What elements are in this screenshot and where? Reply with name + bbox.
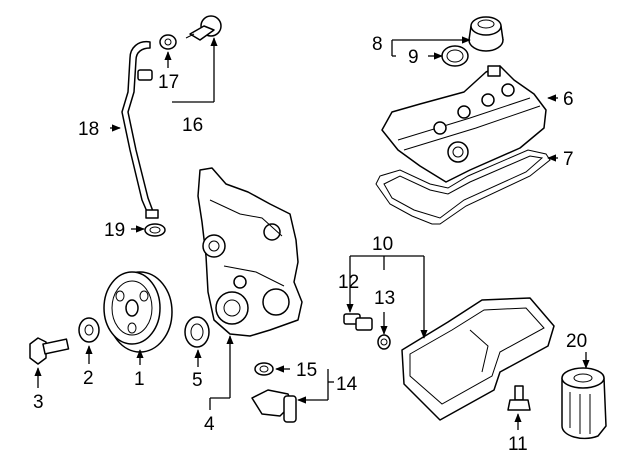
dipstick-handle-part[interactable]	[185, 15, 222, 41]
valve-cover-part[interactable]	[381, 65, 547, 183]
callout-17: 17	[158, 72, 179, 93]
o-ring-17-hole	[164, 38, 172, 46]
callout-19: 19	[104, 220, 125, 241]
oil-filter-part[interactable]	[561, 367, 607, 440]
washer-2-hole	[84, 324, 94, 336]
crank-pulley-part[interactable]	[103, 271, 173, 353]
pulley-bolt-part[interactable]	[29, 337, 70, 365]
cap-gasket-part[interactable]	[441, 45, 469, 67]
o-ring-17-part[interactable]	[159, 34, 177, 50]
callout-9: 9	[408, 47, 419, 68]
callout-11: 11	[508, 434, 528, 455]
callout-14: 14	[336, 374, 358, 395]
callout-15: 15	[296, 360, 317, 381]
callout-20: 20	[566, 331, 587, 352]
callout-16: 16	[182, 115, 203, 136]
drain-gasket-13-hole	[380, 338, 388, 346]
dipstick-tube-part[interactable]	[121, 40, 159, 219]
drain-plug-12-part[interactable]	[343, 313, 373, 331]
callout-labels: 1 2 3 4 5 6 7 8 9 10 11 12 13 14 15 16 1…	[33, 34, 587, 455]
callout-3: 3	[33, 392, 44, 413]
callout-18: 18	[78, 119, 99, 140]
washer-2-part[interactable]	[78, 317, 100, 343]
callout-13: 13	[374, 288, 395, 309]
callout-5: 5	[192, 370, 203, 391]
callout-7: 7	[563, 149, 574, 170]
bolt-11-part[interactable]	[507, 385, 531, 411]
oil-filler-cap-part[interactable]	[468, 16, 504, 52]
callout-8: 8	[372, 34, 383, 55]
drain-gasket-13-part[interactable]	[377, 334, 391, 350]
cap-gasket-inner	[446, 49, 464, 63]
callout-10: 10	[372, 234, 393, 255]
front-oil-seal-inner	[190, 323, 204, 341]
leader-lines	[34, 36, 590, 430]
callout-4: 4	[204, 414, 215, 435]
o-ring-15-hole	[259, 365, 269, 373]
seal-ring-19-part[interactable]	[144, 223, 166, 237]
seal-ring-19-hole	[149, 226, 161, 234]
callout-2: 2	[83, 368, 94, 389]
oil-pan-part[interactable]	[401, 297, 555, 421]
callout-12: 12	[338, 272, 359, 293]
timing-cover-part[interactable]	[197, 167, 303, 337]
sensor-14-part[interactable]	[251, 389, 297, 423]
o-ring-15-part[interactable]	[254, 362, 274, 376]
callout-1: 1	[134, 369, 145, 390]
front-oil-seal-part[interactable]	[184, 316, 210, 348]
callout-6: 6	[563, 89, 574, 110]
